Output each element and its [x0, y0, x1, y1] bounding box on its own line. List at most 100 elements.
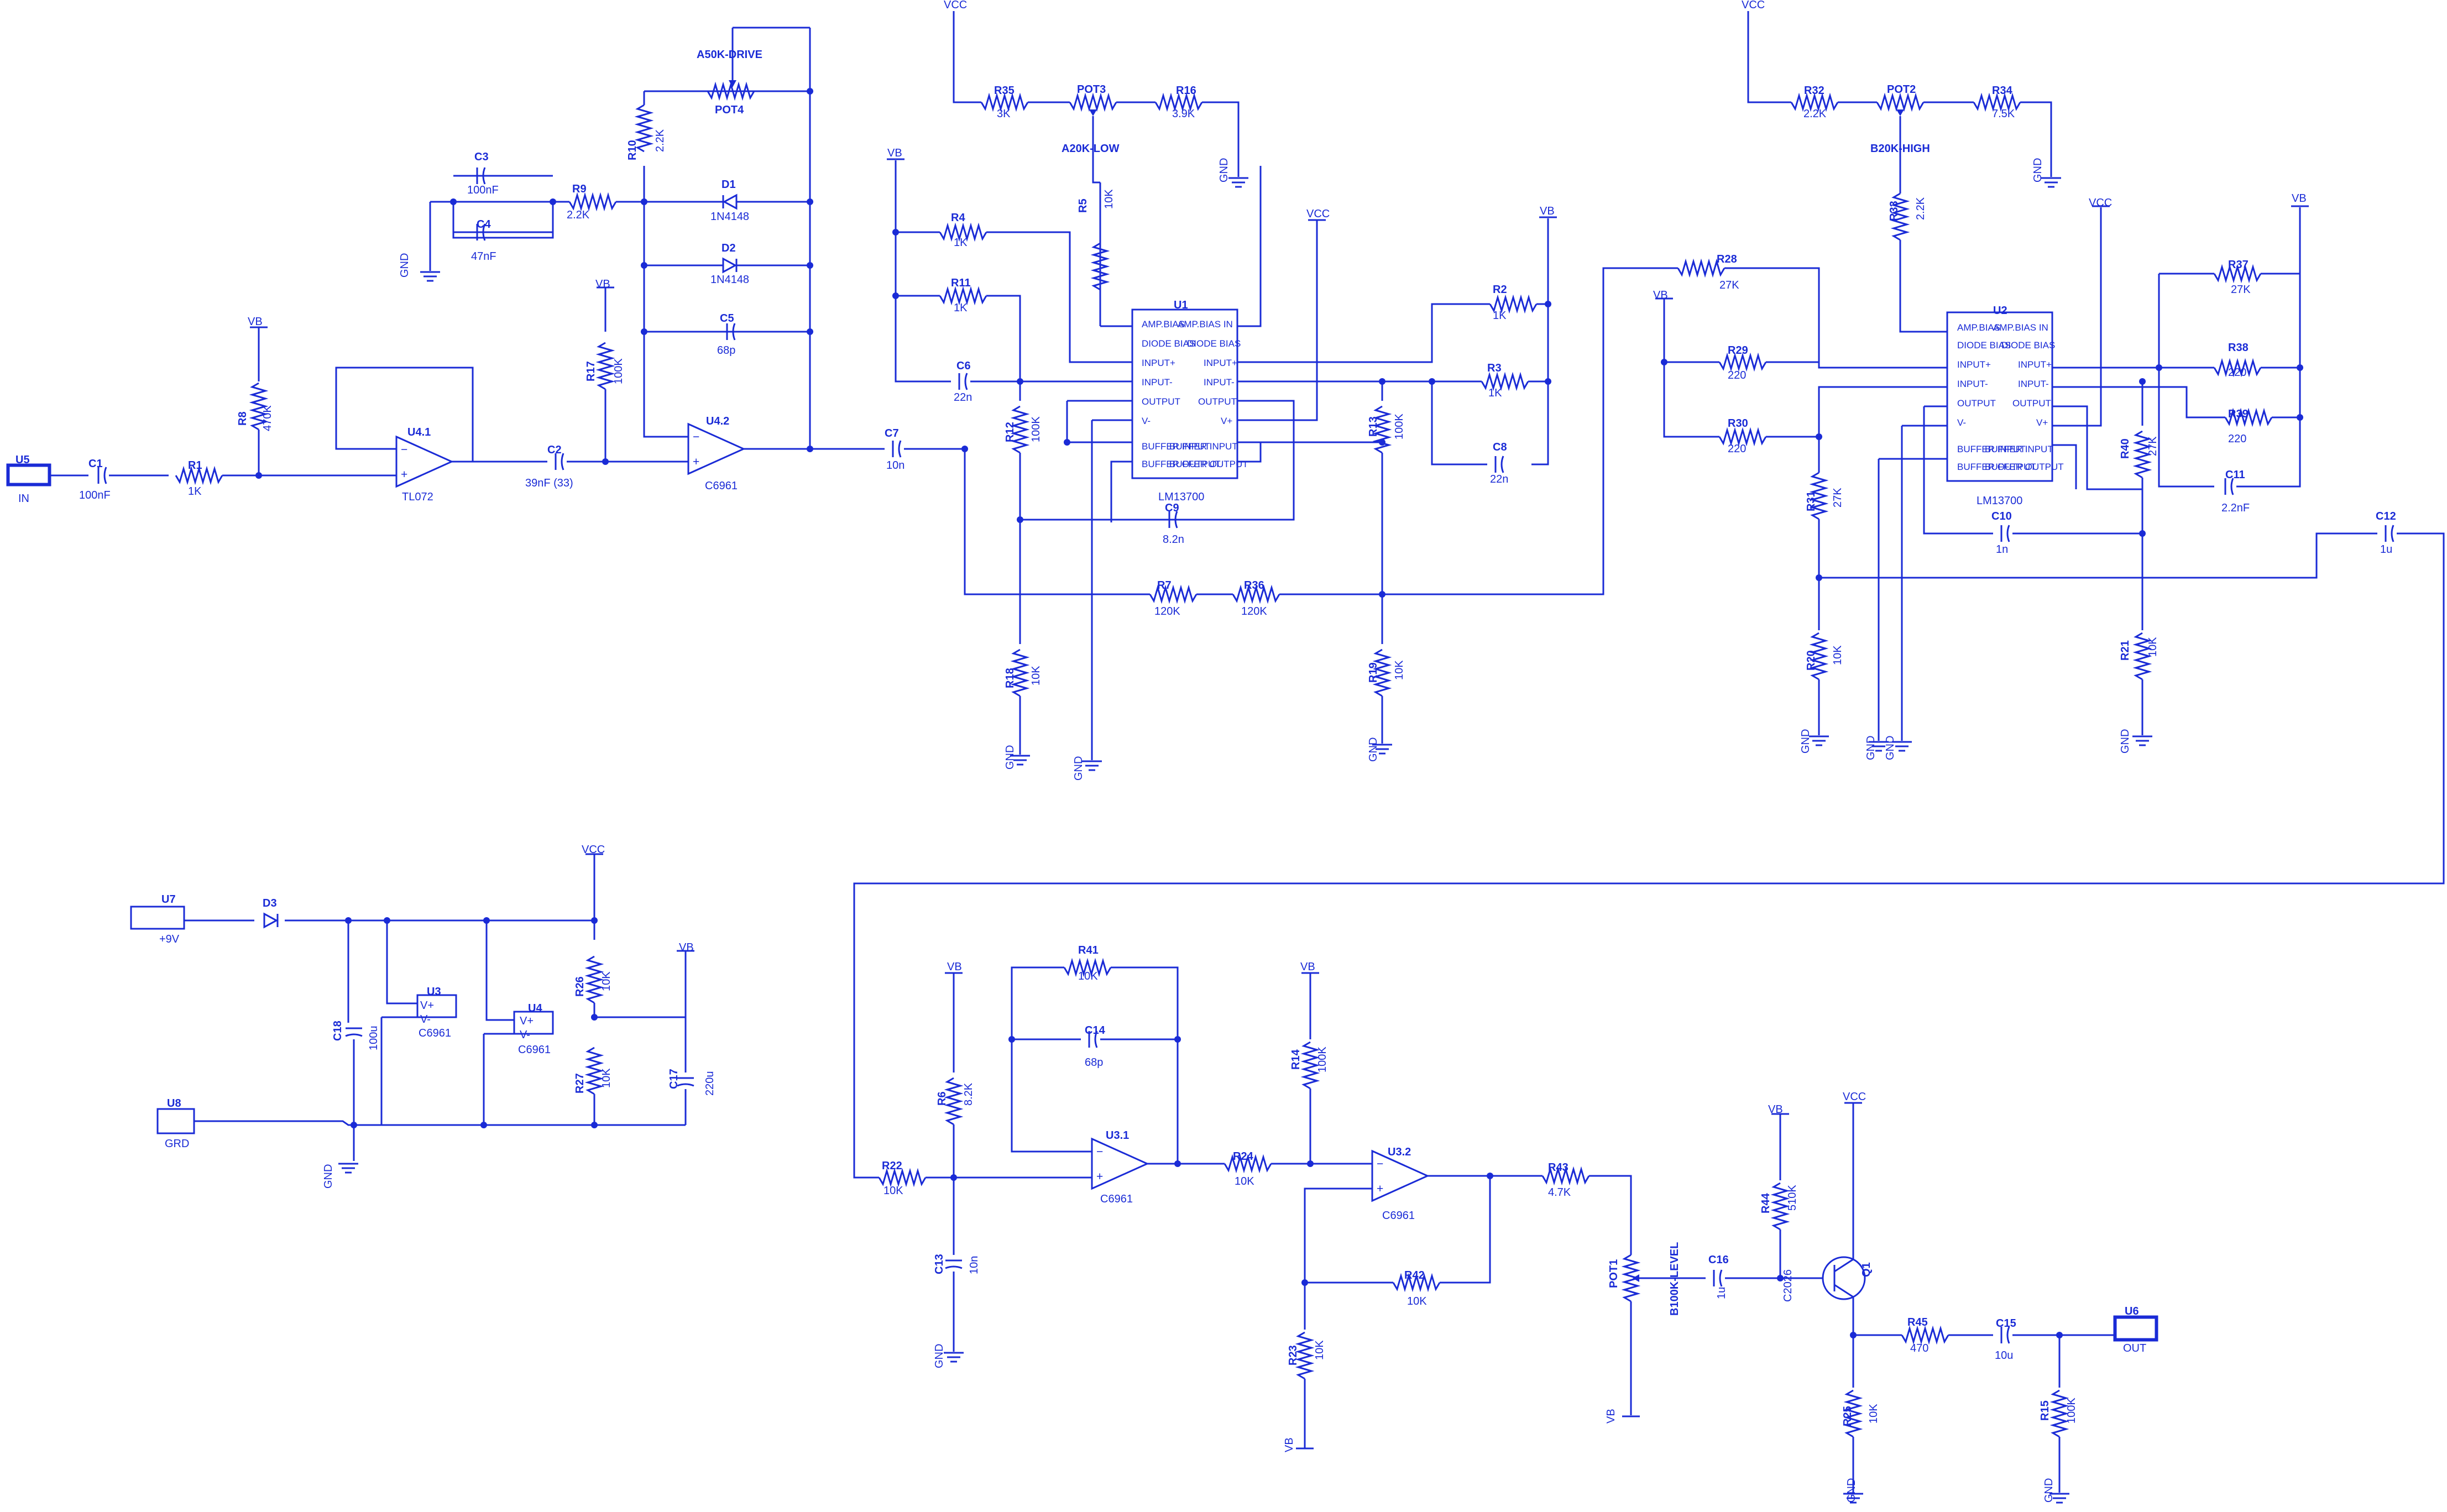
gnd-u2	[1892, 741, 1912, 752]
c4-capacitor	[476, 223, 486, 241]
wire	[1092, 116, 1100, 184]
u1-pin-r7: BUFFER INPUT	[1169, 441, 1238, 452]
c16-ref: C16	[1708, 1254, 1729, 1266]
r38-value: 220	[2228, 367, 2246, 379]
junction-dot	[807, 262, 813, 269]
wire	[853, 532, 2445, 1179]
net-gnd-r16: GND	[1218, 158, 1230, 182]
r33-resistor	[1890, 192, 1910, 241]
c13-capacitor	[945, 1259, 963, 1269]
u1-pin-l2: DIODE BIAS	[1142, 338, 1195, 349]
gnd-c10	[1869, 741, 1889, 752]
net-gnd-r19: GND	[1367, 737, 1379, 762]
port-u8-ref: U8	[167, 1097, 181, 1110]
pot1-ref: POT1	[1608, 1259, 1620, 1288]
r6-ref: R6	[936, 1091, 948, 1106]
r7-resistor	[1149, 584, 1198, 604]
r34-value: 7.5K	[1992, 108, 2015, 120]
gnd-supply	[338, 1163, 358, 1174]
wire	[1663, 362, 1719, 438]
u32-value: C6961	[1382, 1210, 1415, 1222]
junction-dot	[384, 917, 390, 924]
r43-value: 4.7K	[1548, 1186, 1571, 1199]
r24-ref: R24	[1233, 1150, 1254, 1163]
c8-value: 22n	[1490, 473, 1508, 485]
r28-ref: R28	[1717, 253, 1737, 265]
d1-value: 1N4148	[710, 211, 749, 223]
net-gnd-u1: GND	[1073, 756, 1085, 781]
u2-pin-r3: INPUT+	[2018, 359, 2052, 370]
r43-resistor	[1541, 1166, 1590, 1186]
junction-dot	[1816, 574, 1822, 581]
c9-capacitor	[1168, 511, 1178, 529]
c12-ref: C12	[2376, 510, 2396, 522]
junction-dot	[2297, 414, 2303, 421]
wire	[1747, 11, 1791, 103]
wire	[1304, 1187, 1393, 1284]
r22-value: 10K	[883, 1185, 903, 1197]
r3-resistor	[1481, 372, 1529, 391]
r11-value: 1K	[954, 302, 968, 314]
gnd-r16	[1228, 177, 1248, 188]
r38-resistor	[2213, 358, 2262, 378]
junction-dot	[1174, 1036, 1181, 1043]
wire	[1899, 240, 1947, 333]
wire	[1237, 303, 1490, 363]
junction-dot	[550, 198, 556, 205]
net-gnd-r18: GND	[1004, 745, 1016, 770]
net-vb-r44: VB	[1768, 1103, 1783, 1116]
r41-ref: R41	[1078, 944, 1099, 956]
junction-dot	[591, 917, 598, 924]
r29-value: 220	[1728, 369, 1746, 381]
port-u5-box	[6, 463, 51, 486]
u1-pin-l4: INPUT-	[1142, 377, 1173, 388]
port-u6-name: OUT	[2123, 1342, 2146, 1354]
junction-dot	[2297, 364, 2303, 371]
r29-resistor	[1718, 352, 1767, 372]
r39-value: 220	[2228, 433, 2246, 445]
r21-value: 10K	[2147, 637, 2159, 657]
c3-value: 100nF	[467, 184, 499, 196]
r19-ref: R19	[1367, 662, 1379, 683]
net-vb-r6: VB	[947, 961, 962, 973]
r38-ref: R38	[2228, 342, 2249, 354]
r18-value: 10K	[1030, 666, 1042, 686]
r11-resistor	[939, 286, 987, 306]
r26-ref: R26	[574, 976, 586, 997]
u2-pin-r2: DIODE BIAS	[2001, 340, 2055, 350]
r19-value: 10K	[1393, 660, 1405, 680]
r17-resistor	[595, 342, 615, 390]
c9-ref: C9	[1165, 502, 1179, 514]
c13-value: 10n	[968, 1256, 980, 1274]
wire	[964, 449, 1150, 595]
svg-text:+: +	[401, 468, 407, 481]
junction-dot	[1307, 1160, 1314, 1167]
net-vb-r8: VB	[248, 316, 263, 328]
wire	[1111, 966, 1179, 1164]
wire	[386, 920, 420, 1004]
r27-value: 10K	[600, 1068, 613, 1088]
c15-capacitor	[2000, 1326, 2010, 1344]
r11-ref: R11	[951, 277, 971, 289]
r10-ref: R10	[626, 140, 639, 160]
junction-dot	[480, 1122, 487, 1128]
r23-value: 10K	[1314, 1340, 1326, 1360]
r1-value: 1K	[188, 485, 202, 498]
port-u7-name: +9V	[159, 933, 180, 945]
r40-resistor	[2132, 430, 2152, 479]
svg-text:+: +	[1096, 1170, 1103, 1183]
r43-ref: R43	[1548, 1162, 1568, 1174]
u31-value: C6961	[1100, 1193, 1133, 1205]
wire	[1531, 218, 1549, 465]
junction-dot	[807, 446, 813, 452]
wire	[2236, 207, 2301, 488]
c5-capacitor	[726, 323, 736, 341]
gnd-c3	[420, 271, 440, 282]
u2-value: LM13700	[1977, 495, 2022, 507]
r17-ref: R17	[585, 361, 597, 381]
c17-value: 220u	[704, 1071, 716, 1096]
u2-pin-l7: BUFFER INPUT	[1957, 444, 2026, 454]
junction-dot	[641, 198, 647, 205]
u4-supply-box	[513, 1011, 554, 1035]
